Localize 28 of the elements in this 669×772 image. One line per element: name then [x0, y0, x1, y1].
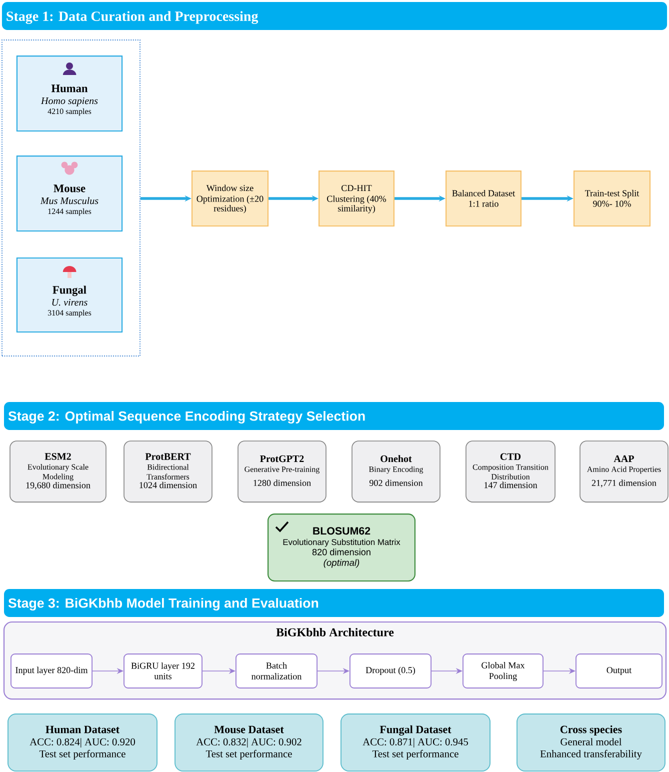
- encoding-box: CTD Composition Transition Distribution 147 dimension: [466, 440, 556, 502]
- layer-box: Batch normalization: [236, 654, 318, 688]
- process-box: Balanced Dataset 1:1 ratio: [446, 170, 522, 226]
- result-box: Human Dataset ACC: 0.824| AUC: 0.920 Test set performance: [8, 714, 158, 772]
- stage-banner: Stage 2: Optimal Sequence Encoding Strategy Selection: [4, 402, 664, 430]
- optimal-box: BLOSUM62 Evolutionary Substitution Matrix 820 dimension (optimal): [268, 514, 416, 582]
- process-box: CD-HIT Clustering (40% similarity): [318, 170, 394, 226]
- result-box: Fungal Dataset ACC: 0.871| AUC: 0.945 Test set performance: [340, 714, 490, 772]
- encoding-box: Onehot Binary Encoding 902 dimension: [352, 440, 440, 502]
- result-box: Cross species General model Enhanced transferability: [516, 714, 666, 772]
- layer-box: Global Max Pooling: [462, 654, 544, 688]
- stage-banner: Stage 1: Data Curation and Preprocessing: [2, 2, 668, 30]
- encoding-box: ProtBERT Bidirectional Transformers 1024 dimension: [124, 440, 212, 502]
- species-box: Mouse Mus Musculus 1244 samples: [16, 156, 123, 232]
- stage-banner: Stage 3: BiGKbhb Model Training and Evaluation: [4, 589, 664, 617]
- encoding-box: AAP Amino Acid Properties 21,771 dimension: [580, 440, 668, 502]
- result-box: Mouse Dataset ACC: 0.832| AUC: 0.902 Test set performance: [174, 714, 324, 772]
- process-box: Train-test Split 90%- 10%: [573, 170, 651, 226]
- species-box: Human Homo sapiens 4210 samples: [16, 56, 123, 132]
- encoding-box: ESM2 Evolutionary Scale Modeling 19,680 dimension: [10, 440, 106, 502]
- layer-box: Input layer 820-dim: [10, 654, 92, 688]
- layer-box: Output: [576, 654, 662, 688]
- encoding-box: ProtGPT2 Generative Pre-training 1280 dimension: [238, 440, 326, 502]
- species-box: Fungal U. virens 3104 samples: [16, 257, 123, 333]
- layer-box: Dropout (0.5): [350, 654, 432, 688]
- dotted-container: [2, 40, 140, 356]
- process-box: Window size Optimization (±20 residues): [191, 170, 269, 226]
- layer-box: BiGRU layer 192 units: [124, 654, 202, 688]
